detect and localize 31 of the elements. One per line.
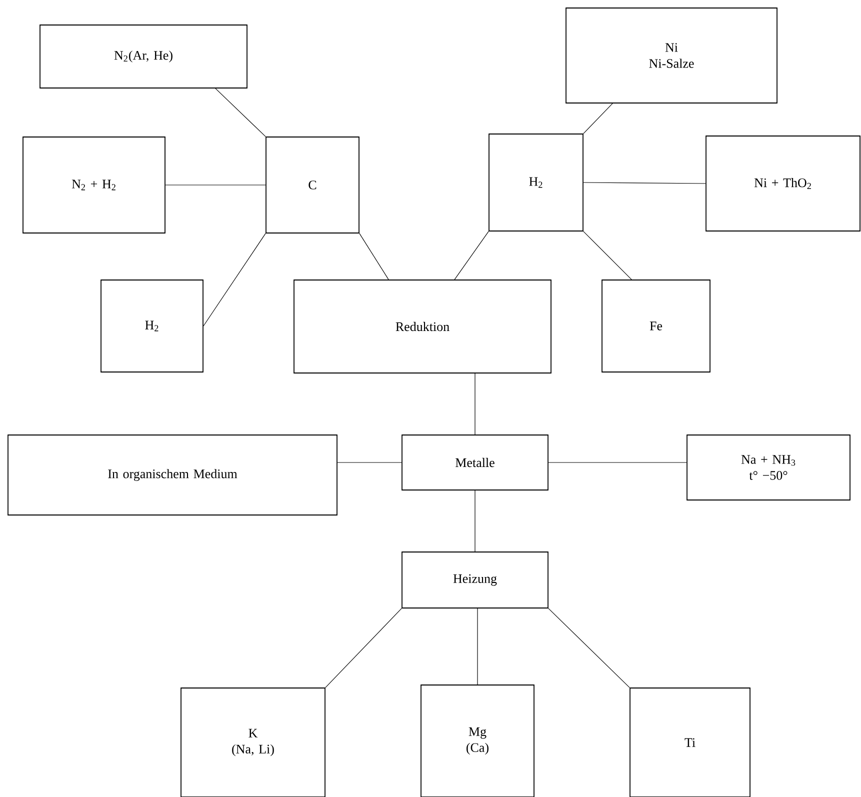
connector-line (215, 88, 266, 137)
connector-line (325, 608, 402, 688)
connector-line (583, 182, 706, 184)
text-box: Na + NH$_{3}$ t° −50° (686, 434, 850, 500)
connector-line (474, 490, 476, 552)
text-box: N$_{2}$(Ar, He) (40, 24, 248, 88)
text-box: In organischem Medium (8, 434, 338, 516)
text-box: Metalle (402, 434, 548, 490)
text-box: H$_{2}$ (100, 280, 204, 372)
text-box: Reduktion (294, 280, 552, 374)
connector-line (359, 233, 389, 280)
text-box: Heizung (402, 552, 548, 608)
connector-line (548, 608, 630, 688)
connector-line (337, 462, 402, 463)
connector-line (454, 231, 489, 280)
text-box: C (266, 136, 360, 234)
connector-line (203, 233, 266, 326)
text-box: Ni Ni-Salze (566, 8, 778, 104)
connector-line (583, 231, 632, 280)
text-box: Fe (602, 280, 710, 372)
connector-line (583, 103, 613, 134)
text-box: Ti (630, 688, 750, 797)
text-box: Ni + ThO$_{2}$ (706, 136, 860, 232)
connector-line (474, 373, 476, 435)
text-box: N$_{2}$ + H$_{2}$ (22, 136, 166, 234)
text-box: Mg (Ca) (420, 684, 534, 797)
connector-line (477, 608, 478, 685)
connector-line (165, 184, 266, 186)
text-box: H$_{2}$ (488, 134, 584, 232)
connector-line (548, 462, 687, 463)
text-box: K (Na, Li) (180, 688, 326, 797)
